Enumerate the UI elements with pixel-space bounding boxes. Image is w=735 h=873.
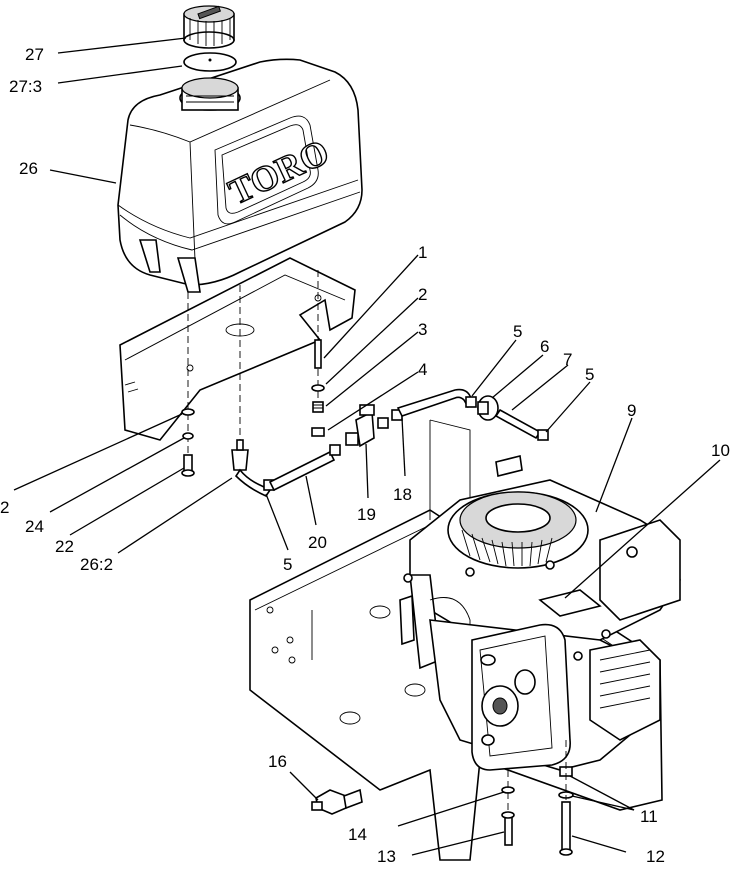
right-nut <box>311 427 325 437</box>
fuel-cap <box>183 5 235 49</box>
leader-lines <box>13 37 721 856</box>
callout-11: 11 <box>640 807 658 826</box>
callout-16: 16 <box>268 752 287 771</box>
carriage-bolt <box>501 811 515 846</box>
spring-washer <box>312 401 324 413</box>
engine <box>399 455 681 771</box>
engine-bolt <box>559 801 573 856</box>
callout-10: 10 <box>711 441 730 460</box>
callout-13: 13 <box>377 847 396 866</box>
fuel-tank: TORO <box>117 58 363 293</box>
callout-12: 12 <box>646 847 665 866</box>
callout-22: 22 <box>55 537 74 556</box>
right-washer <box>311 384 325 392</box>
callout-27-3: 27:3 <box>9 77 42 96</box>
left-bolt <box>181 454 195 477</box>
callout-7: 7 <box>563 350 572 369</box>
callout-26-2: 26:2 <box>80 555 113 574</box>
callout-27: 27 <box>25 45 44 64</box>
drain-valve <box>311 788 363 815</box>
callout-5-filter-left: 5 <box>513 322 522 341</box>
callout-2-upper: 2 <box>418 285 427 304</box>
callout-3: 3 <box>418 320 427 339</box>
callout-24: 24 <box>25 517 44 536</box>
stud <box>314 339 322 369</box>
cap-gasket <box>183 52 237 72</box>
left-lock-washer <box>182 432 194 440</box>
callout-14: 14 <box>348 825 367 844</box>
callout-9: 9 <box>627 401 636 420</box>
fuel-line-assembly <box>231 388 549 498</box>
left-washer <box>181 408 195 416</box>
callout-6: 6 <box>540 337 549 356</box>
callout-5-outlet: 5 <box>283 555 292 574</box>
callout-1: 1 <box>418 243 427 262</box>
callout-labels: 27 27:3 26 1 2 3 4 5 6 7 5 9 10 2 24 22 … <box>0 45 730 866</box>
callout-26: 26 <box>19 159 38 178</box>
callout-19: 19 <box>357 505 376 524</box>
callout-20: 20 <box>308 533 327 552</box>
callout-5-filter-right: 5 <box>585 365 594 384</box>
callout-18: 18 <box>393 485 412 504</box>
callout-2-lower: 2 <box>0 498 9 517</box>
tank-mounting-plate <box>119 257 356 441</box>
callout-4: 4 <box>418 360 427 379</box>
